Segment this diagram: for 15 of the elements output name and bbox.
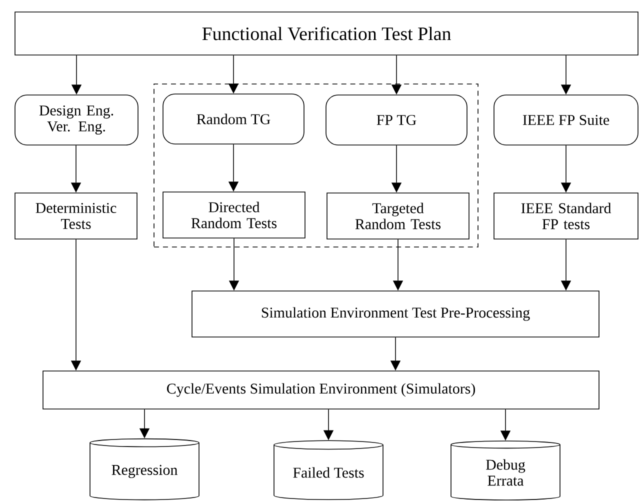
process-box: Simulation Environment Test Pre-Processing	[192, 290, 600, 338]
database-cylinder: Debug Errata	[450, 440, 560, 500]
tests-box: IEEE Standard FP tests	[494, 192, 638, 240]
group-frame	[154, 84, 478, 248]
process-box: Cycle/Events Simulation Environment (Simulators)	[42, 370, 600, 410]
tests-box: Targeted Random Tests	[326, 192, 470, 240]
database-cylinder: Regression	[90, 438, 200, 500]
generator-box: FP TG	[326, 94, 468, 146]
tests-box: Deterministic Tests	[14, 192, 138, 240]
database-cylinder: Failed Tests	[274, 440, 384, 500]
source-box: Design Eng. Ver. Eng.	[14, 94, 138, 146]
source-box: IEEE FP Suite	[494, 94, 638, 146]
generator-box: Random TG	[162, 94, 304, 144]
plan-box: Functional Verification Test Plan	[14, 12, 638, 56]
tests-box: Directed Random Tests	[162, 192, 306, 238]
